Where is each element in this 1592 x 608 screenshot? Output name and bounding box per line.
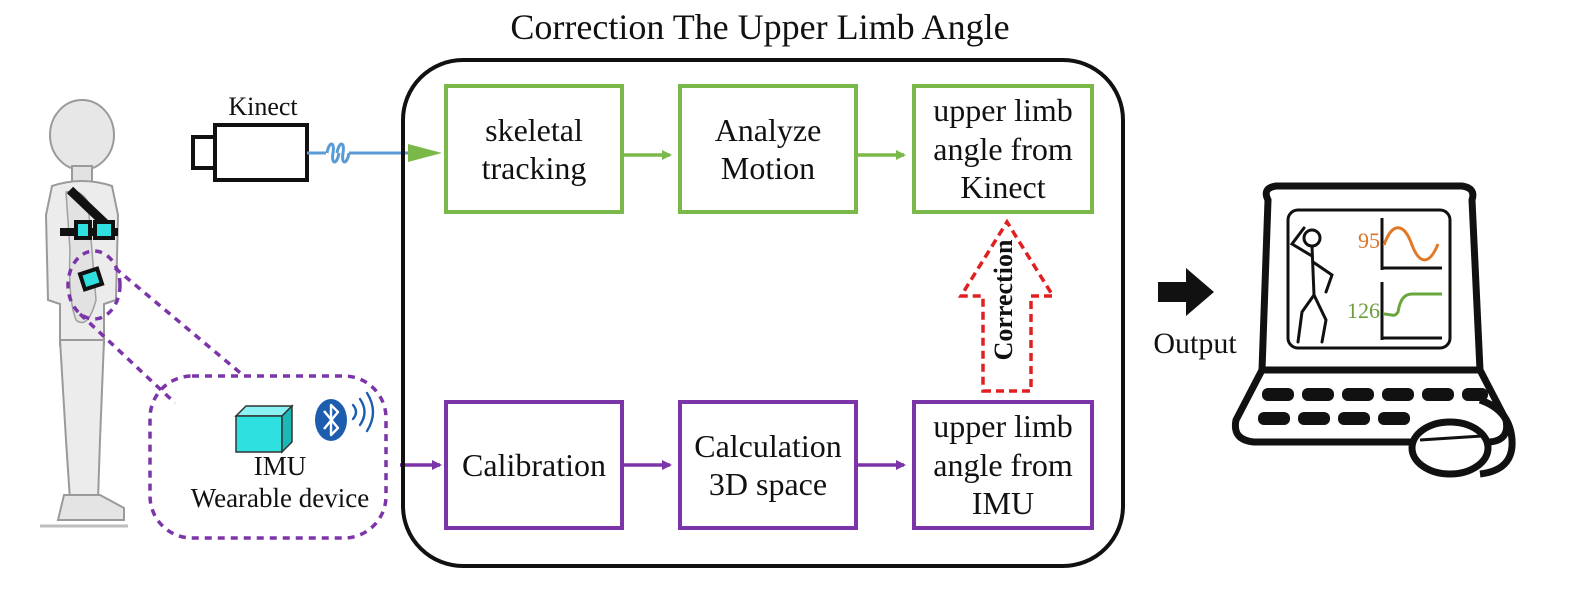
correction-frame bbox=[401, 58, 1125, 568]
output-label: Output bbox=[1153, 327, 1237, 360]
strap-and-sensors bbox=[60, 186, 118, 292]
output-arrow-icon bbox=[1158, 268, 1214, 316]
kinect-link bbox=[307, 142, 442, 164]
box-line: IMU bbox=[971, 485, 1035, 522]
correction-label: Correction bbox=[989, 239, 1018, 361]
kinect-camera-icon bbox=[191, 123, 309, 182]
stick-figure-icon bbox=[1289, 226, 1334, 344]
imu-cube-icon bbox=[234, 404, 294, 454]
mouse-icon bbox=[1408, 418, 1492, 478]
box-line: upper limb bbox=[933, 92, 1073, 129]
mini-chart-bottom bbox=[1380, 282, 1442, 340]
imu-callout bbox=[66, 249, 388, 540]
sensor-icon bbox=[74, 220, 92, 240]
imu-label-line-2: Wearable device bbox=[190, 483, 370, 514]
monitor-value-bottom: 126 bbox=[1347, 298, 1380, 323]
imu-label-line-1: IMU bbox=[253, 451, 307, 481]
box-line: Motion bbox=[720, 150, 816, 186]
box-line: tracking bbox=[481, 150, 587, 186]
correction-arrow bbox=[957, 218, 1057, 393]
box-line: angle from bbox=[933, 446, 1073, 483]
kinect-label: Kinect bbox=[228, 92, 298, 121]
monitor-value-top: 95 bbox=[1358, 228, 1380, 253]
page-title: Correction The Upper Limb Angle bbox=[510, 7, 1010, 47]
keyboard-keys bbox=[1258, 388, 1488, 425]
box-line: Kinect bbox=[960, 169, 1046, 206]
sensor-icon bbox=[77, 266, 105, 292]
calibration-box: Calibration bbox=[444, 400, 624, 530]
box-line: 3D space bbox=[708, 466, 828, 502]
box-line: Calibration bbox=[462, 446, 606, 483]
bluetooth-icon bbox=[315, 399, 347, 441]
box-line: Analyze bbox=[714, 111, 822, 148]
box-line: Calculation bbox=[694, 427, 842, 464]
sensor-icon bbox=[93, 220, 115, 240]
box-line: skeletal bbox=[485, 111, 583, 148]
mini-chart-top bbox=[1380, 218, 1442, 270]
person-figure bbox=[40, 99, 128, 528]
wireless-signal-icon bbox=[351, 391, 375, 433]
box-line: upper limb bbox=[933, 408, 1073, 445]
imu-label: IMU Wearable device bbox=[180, 450, 380, 515]
box-line: angle from bbox=[933, 130, 1073, 167]
